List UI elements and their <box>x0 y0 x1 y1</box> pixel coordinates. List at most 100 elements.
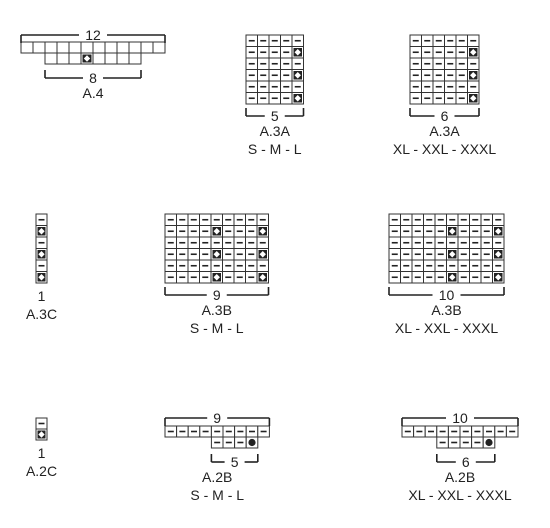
purl-stitch-cell <box>457 225 470 238</box>
diamond-icon <box>495 251 502 258</box>
purl-stitch-cell <box>245 46 258 59</box>
knit-stitch-cell <box>92 52 106 65</box>
purl-stitch-cell <box>164 425 178 438</box>
purl-stitch-cell <box>176 213 189 226</box>
purl-stitch-cell <box>411 248 424 261</box>
purl-stitch-cell <box>164 213 177 226</box>
purl-stitch-cell <box>245 259 258 272</box>
purl-stitch-cell <box>411 213 424 226</box>
purl-stitch-cell <box>455 69 468 82</box>
purl-stitch-cell <box>233 225 246 238</box>
purl-stitch-cell <box>280 80 293 93</box>
purl-stitch-cell <box>421 57 434 70</box>
purl-stitch-cell <box>256 213 269 226</box>
diamond-stitch-cell <box>492 225 505 238</box>
knit-stitch-cell <box>92 41 106 54</box>
diamond-icon <box>449 251 456 258</box>
diamond-icon <box>38 228 45 235</box>
purl-stitch-cell <box>210 213 223 226</box>
purl-stitch-cell <box>176 225 189 238</box>
purl-stitch-cell <box>446 236 459 249</box>
diamond-stitch-cell <box>467 69 480 82</box>
top-count-bracket: 9 <box>164 410 271 426</box>
purl-stitch-cell <box>444 92 457 105</box>
purl-stitch-cell <box>409 92 422 105</box>
diamond-stitch-cell <box>467 92 480 105</box>
purl-stitch-cell <box>434 259 447 272</box>
purl-stitch-cell <box>187 213 200 226</box>
diamond-stitch-cell <box>256 271 269 284</box>
purl-stitch-cell <box>480 225 493 238</box>
purl-stitch-cell <box>222 225 235 238</box>
top-count-bracket: 10 <box>401 410 519 426</box>
purl-stitch-cell <box>164 248 177 261</box>
purl-stitch-cell <box>447 436 461 449</box>
purl-stitch-cell <box>400 248 413 261</box>
chart-title: A.2B <box>445 469 475 485</box>
purl-stitch-cell <box>434 236 447 249</box>
purl-stitch-cell <box>257 425 270 438</box>
purl-stitch-cell <box>199 271 212 284</box>
purl-stitch-cell <box>164 236 177 249</box>
diamond-icon <box>213 228 220 235</box>
purl-stitch-cell <box>291 57 304 70</box>
stitch-count-label: 8 <box>89 70 97 86</box>
stitch-count-label: 6 <box>462 454 470 470</box>
purl-stitch-cell <box>199 248 212 261</box>
purl-stitch-cell <box>411 259 424 272</box>
diamond-icon <box>259 251 266 258</box>
knit-stitch-cell <box>32 41 46 54</box>
knit-stitch-cell <box>56 52 70 65</box>
purl-stitch-cell <box>176 259 189 272</box>
knit-stitch-cell <box>116 41 130 54</box>
purl-stitch-cell <box>400 236 413 249</box>
chart-a-2c: 1A.2C <box>26 417 57 479</box>
purl-stitch-cell <box>432 46 445 59</box>
chart-sizes: XL - XXL - XXXL <box>393 141 496 157</box>
purl-stitch-cell <box>388 225 401 238</box>
purl-stitch-cell <box>444 80 457 93</box>
purl-stitch-cell <box>176 425 189 438</box>
purl-stitch-cell <box>256 259 269 272</box>
purl-stitch-cell <box>176 271 189 284</box>
diamond-stitch-cell <box>35 225 48 238</box>
purl-stitch-cell <box>469 236 482 249</box>
purl-stitch-cell <box>210 236 223 249</box>
diamond-icon <box>470 49 477 56</box>
purl-stitch-cell <box>388 259 401 272</box>
diamond-stitch-cell <box>80 52 94 65</box>
purl-stitch-cell <box>455 92 468 105</box>
purl-stitch-cell <box>505 425 519 438</box>
purl-stitch-cell <box>268 34 281 47</box>
chart-sizes: XL - XXL - XXXL <box>408 487 511 503</box>
purl-stitch-cell <box>432 80 445 93</box>
purl-stitch-cell <box>436 425 449 438</box>
purl-stitch-cell <box>210 425 224 438</box>
purl-stitch-cell <box>400 271 413 284</box>
purl-stitch-cell <box>233 213 246 226</box>
purl-stitch-cell <box>471 425 484 438</box>
diamond-icon <box>470 72 477 79</box>
knit-stitch-cell <box>44 52 58 65</box>
diamond-icon <box>38 431 45 438</box>
purl-stitch-cell <box>409 57 422 70</box>
purl-stitch-cell <box>245 57 258 70</box>
stitch-count-label: 5 <box>271 108 279 124</box>
purl-stitch-cell <box>409 34 422 47</box>
bobble-stitch-cell <box>245 436 259 449</box>
chart-title: A.3C <box>26 306 57 322</box>
purl-stitch-cell <box>245 34 258 47</box>
bottom-count-bracket: 8 <box>44 70 142 86</box>
chart-a-3c: 1A.3C <box>26 213 57 322</box>
purl-stitch-cell <box>421 80 434 93</box>
top-count-bracket: 12 <box>20 27 166 43</box>
diamond-icon <box>495 228 502 235</box>
purl-stitch-cell <box>245 271 258 284</box>
chart-sizes: S - M - L <box>190 487 244 503</box>
purl-stitch-cell <box>245 236 258 249</box>
purl-stitch-cell <box>457 213 470 226</box>
purl-stitch-cell <box>480 259 493 272</box>
purl-stitch-cell <box>35 236 48 249</box>
